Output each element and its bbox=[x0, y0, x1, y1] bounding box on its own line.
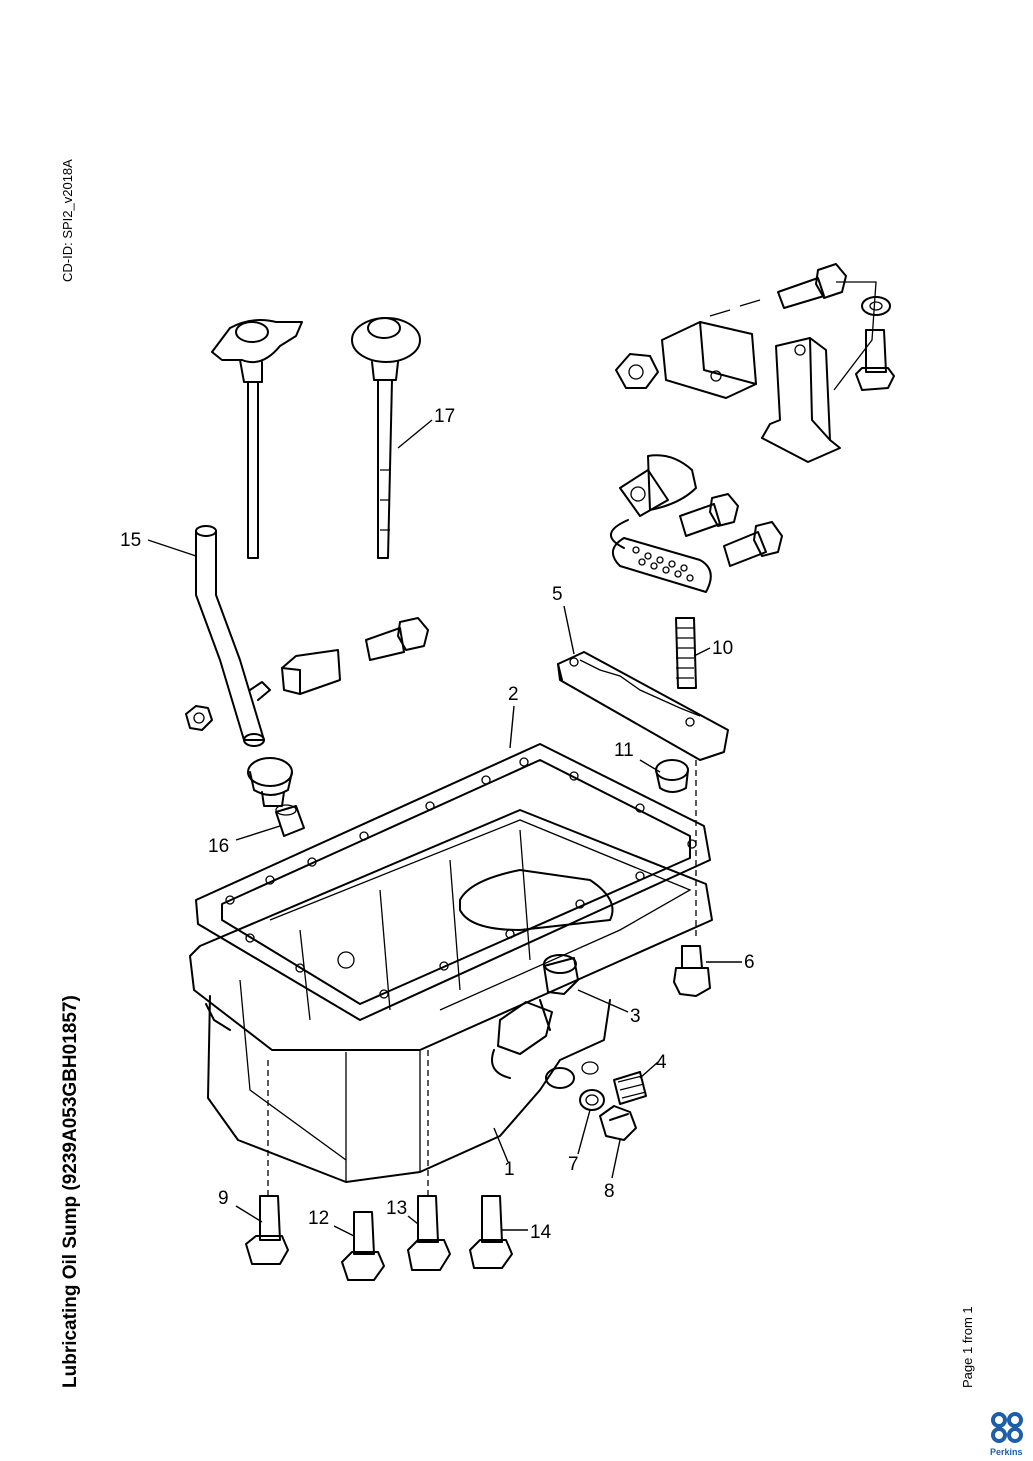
clamp-bolt bbox=[709, 263, 847, 317]
sump-gasket bbox=[195, 743, 711, 1021]
clamp-nut bbox=[615, 353, 659, 389]
bracket-bolt-vertical bbox=[855, 329, 895, 391]
dipstick-left bbox=[211, 319, 303, 559]
callout-2: 2 bbox=[508, 684, 519, 705]
callout-13: 13 bbox=[386, 1198, 407, 1219]
bolt-6 bbox=[673, 945, 711, 997]
dipstick-right bbox=[351, 317, 421, 559]
hex-nut bbox=[185, 705, 213, 731]
callout-17: 17 bbox=[434, 406, 455, 427]
callout-16: 16 bbox=[208, 836, 229, 857]
callout-3: 3 bbox=[630, 1006, 641, 1027]
callout-6: 6 bbox=[744, 952, 755, 973]
callout-5: 5 bbox=[552, 584, 563, 605]
dipstick-tube bbox=[195, 525, 271, 747]
oil-strainer bbox=[610, 454, 712, 593]
sleeve-11 bbox=[655, 759, 697, 940]
washer-small bbox=[861, 296, 891, 316]
brand-name: Perkins bbox=[990, 1447, 1023, 1457]
callout-numbers: 1 2 3 4 5 6 7 8 9 10 11 12 13 14 15 16 1… bbox=[120, 406, 755, 1243]
callout-14: 14 bbox=[530, 1222, 552, 1243]
callout-9: 9 bbox=[218, 1188, 229, 1209]
strainer-bolt-lower bbox=[723, 521, 783, 567]
tube-bracket bbox=[281, 649, 341, 695]
baffle-plate bbox=[557, 651, 729, 761]
strainer-bolt-upper bbox=[679, 493, 739, 537]
callout-4: 4 bbox=[656, 1052, 667, 1073]
drain-fitting-4 bbox=[613, 1071, 647, 1105]
bolt-12 bbox=[341, 1211, 385, 1281]
oil-sump-pan bbox=[189, 809, 713, 1183]
clamp-block bbox=[661, 321, 757, 399]
perkins-logo-icon bbox=[991, 1412, 1023, 1443]
callout-1: 1 bbox=[504, 1159, 515, 1180]
bolt-13 bbox=[407, 1050, 451, 1271]
callout-15: 15 bbox=[120, 530, 141, 551]
drain-plug-8 bbox=[599, 1105, 637, 1141]
callout-10: 10 bbox=[712, 638, 733, 659]
sump-plug-3 bbox=[543, 954, 579, 995]
bracket-bolt bbox=[365, 617, 429, 661]
support-bracket bbox=[761, 281, 877, 463]
stud bbox=[675, 617, 697, 689]
sealing-washer-7 bbox=[579, 1089, 605, 1111]
callout-12: 12 bbox=[308, 1208, 329, 1229]
callout-11: 11 bbox=[614, 740, 634, 761]
callout-7: 7 bbox=[568, 1154, 579, 1175]
callout-8: 8 bbox=[604, 1181, 615, 1202]
bolt-9 bbox=[245, 1060, 289, 1265]
leader-lines bbox=[147, 419, 742, 1237]
bolt-14 bbox=[469, 1195, 513, 1269]
filler-plug bbox=[247, 757, 293, 807]
filler-sleeve bbox=[275, 804, 305, 837]
